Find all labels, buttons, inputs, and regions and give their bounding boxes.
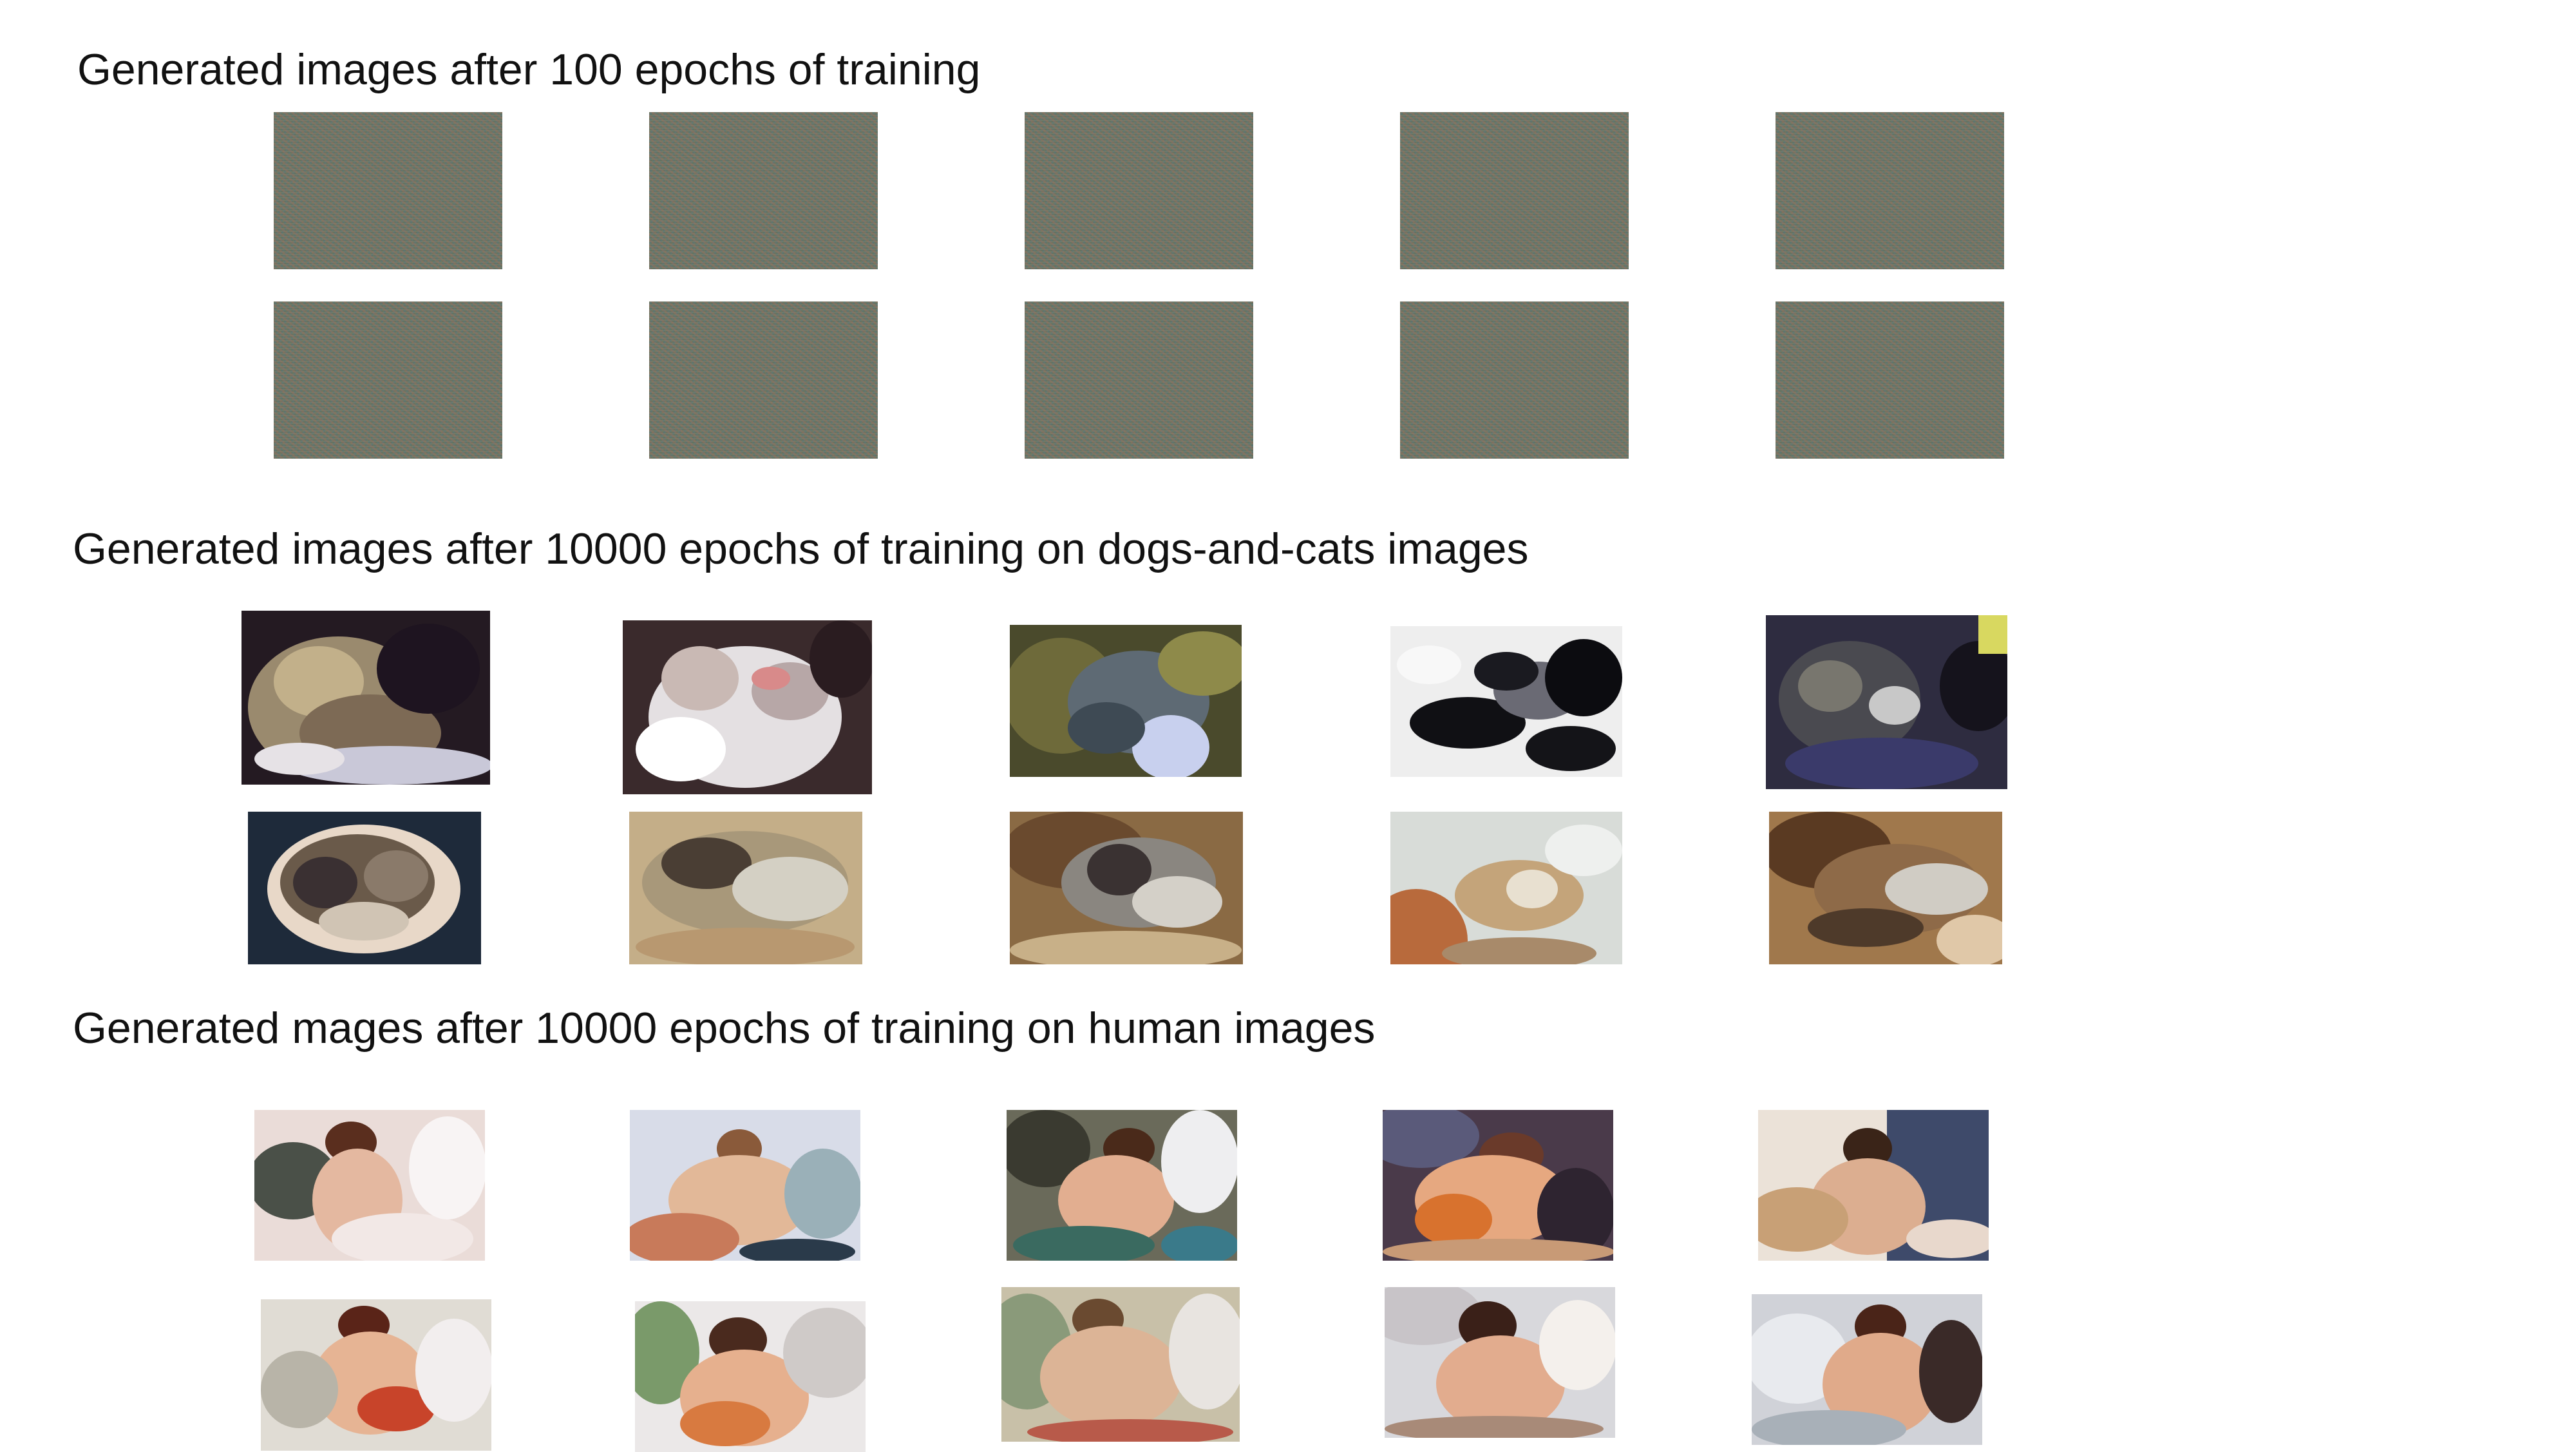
generated-noise-image — [1400, 112, 1629, 269]
generated-cat-image — [248, 812, 481, 964]
generated-cat-image — [1769, 812, 2002, 964]
generated-noise-image — [649, 112, 878, 269]
generated-human-image — [1752, 1294, 1982, 1445]
generated-cat-image — [1010, 625, 1242, 777]
section-title-100-epochs: Generated images after 100 epochs of tra… — [77, 45, 981, 94]
generated-noise-image — [649, 301, 878, 459]
generated-human-image — [630, 1110, 860, 1261]
generated-human-image — [1385, 1287, 1615, 1438]
generated-noise-image — [1776, 301, 2004, 459]
generated-human-image — [1001, 1287, 1240, 1442]
generated-human-image — [254, 1110, 485, 1261]
generated-human-image — [1383, 1110, 1613, 1261]
generated-cat-image — [1766, 615, 2007, 789]
generated-human-image — [261, 1299, 491, 1451]
generated-noise-image — [274, 112, 502, 269]
generated-cat-image — [1010, 812, 1243, 964]
generated-noise-image — [1025, 112, 1253, 269]
generated-cat-image — [1390, 626, 1622, 777]
generated-human-image — [635, 1301, 866, 1452]
generated-cat-image — [242, 611, 490, 785]
generated-cat-image — [623, 620, 872, 794]
generated-cat-image — [629, 812, 862, 964]
generated-human-image — [1758, 1110, 1989, 1261]
generated-noise-image — [274, 301, 502, 459]
generated-human-image — [1007, 1110, 1237, 1261]
generated-noise-image — [1400, 301, 1629, 459]
section-title-dogs-and-cats: Generated images after 10000 epochs of t… — [73, 524, 1529, 573]
generated-cat-image — [1390, 812, 1622, 964]
section-title-human: Generated mages after 10000 epochs of tr… — [73, 1004, 1376, 1053]
generated-noise-image — [1025, 301, 1253, 459]
generated-noise-image — [1776, 112, 2004, 269]
